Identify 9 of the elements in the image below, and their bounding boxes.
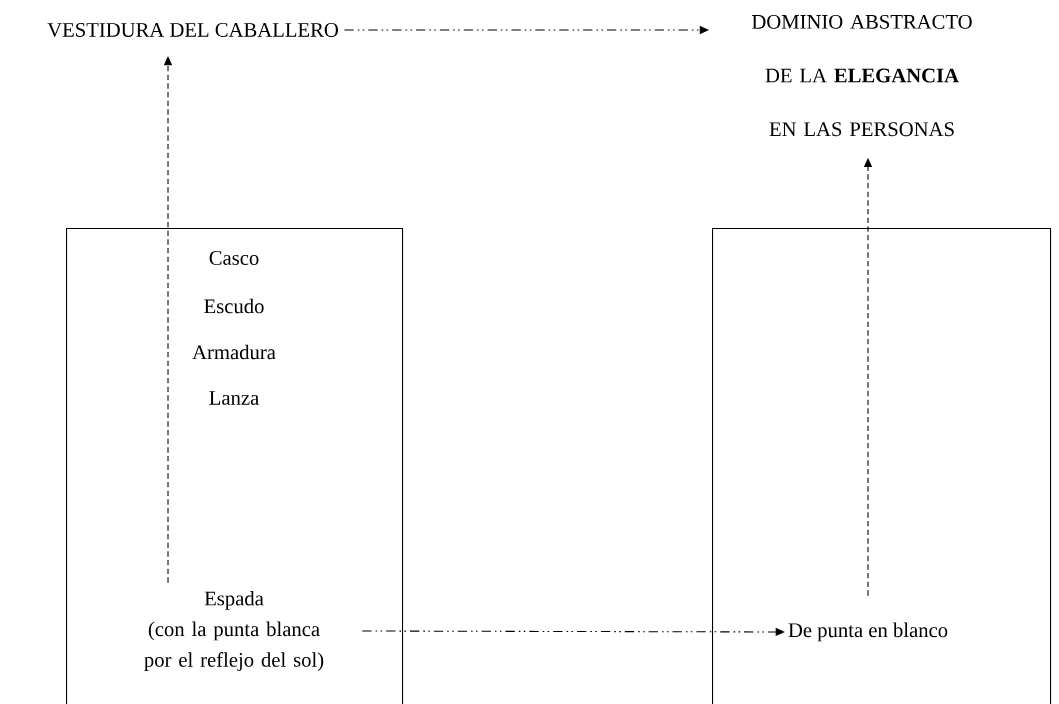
list-item: Armadura [192, 344, 276, 360]
label-text: De punta en blanco [788, 622, 948, 642]
panel-frame [712, 228, 1052, 704]
heading-text: DOMINIO ABSTRACTO DE LA ELEGANCIA EN LAS PERSONAS [752, 14, 972, 137]
list-item: Lanza [209, 391, 259, 405]
label-text: Espada (con la punta blanca por el reflejo del sol) [144, 590, 324, 672]
list-item: Casco [209, 251, 259, 265]
heading-text: VESTIDURA DEL CABALLERO [47, 23, 338, 37]
list-item: Escudo [204, 298, 264, 314]
